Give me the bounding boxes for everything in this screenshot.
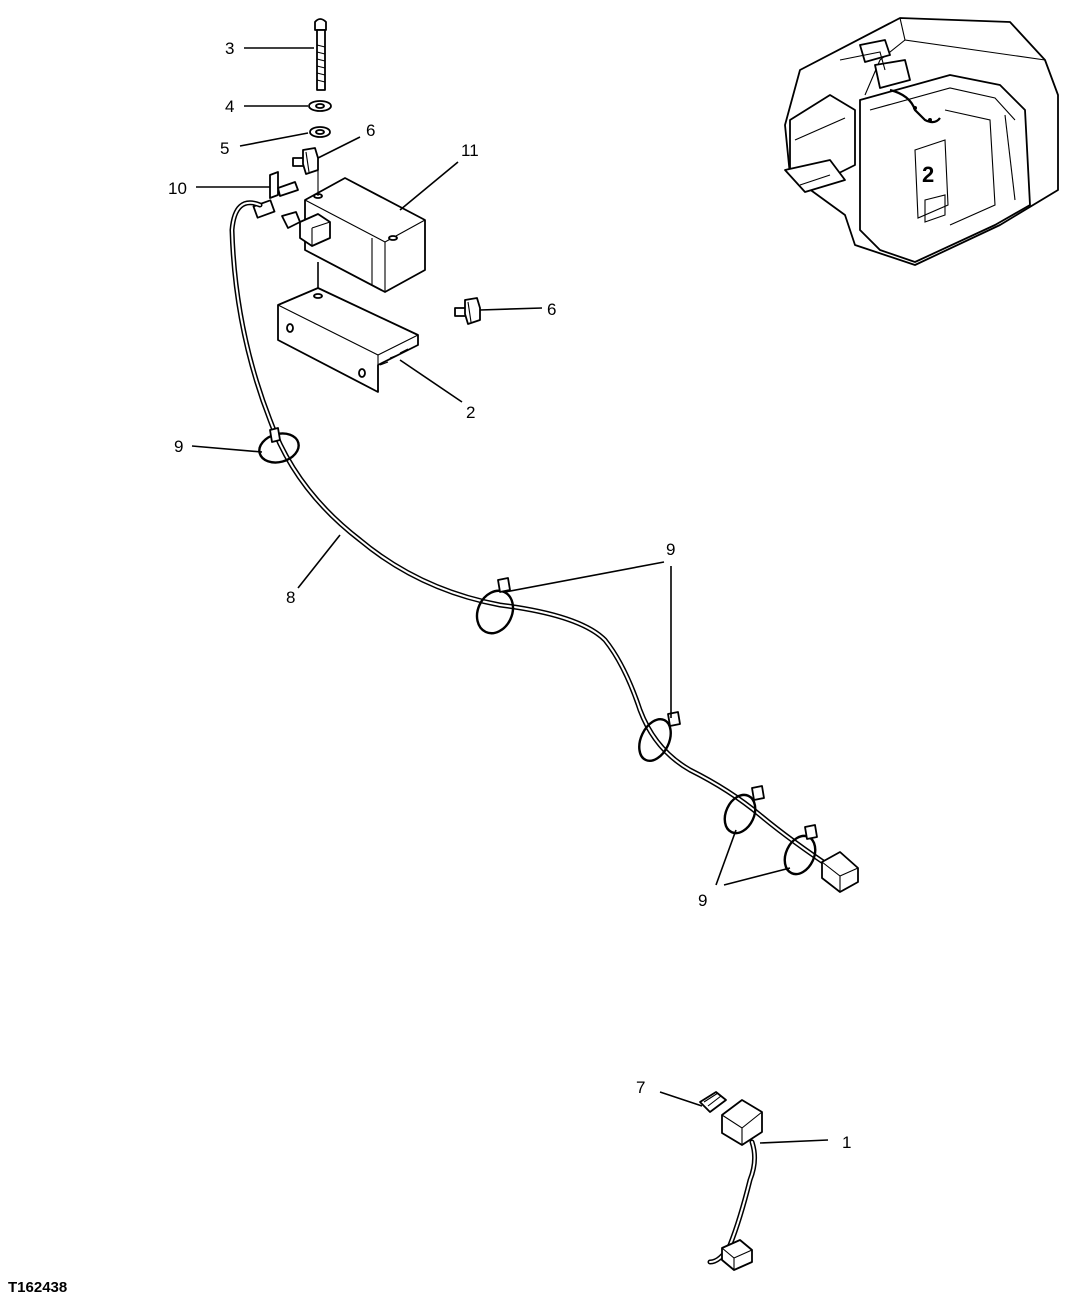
part-9-clamp-4 (723, 785, 765, 835)
part-2-bracket (277, 287, 419, 393)
part-1-harness (707, 1099, 763, 1271)
part-5-washer (309, 126, 331, 138)
callout-5: 5 (220, 139, 229, 158)
callout-2: 2 (466, 403, 475, 422)
part-7-terminal (699, 1091, 727, 1113)
callout-3: 3 (225, 39, 234, 58)
callout-9-upper: 9 (174, 437, 183, 456)
part-4-lock-washer (308, 100, 332, 112)
callout-10: 10 (168, 179, 187, 198)
callout-1: 1 (842, 1133, 851, 1152)
inset-callout-2: 2 (922, 162, 934, 187)
callout-6-upper: 6 (366, 121, 375, 140)
part-6-nut-upper (292, 147, 319, 175)
part-6-nut-lower (454, 297, 481, 325)
callout-8: 8 (286, 588, 295, 607)
callout-9-lower: 9 (698, 891, 707, 910)
part-3-bolt (314, 18, 327, 91)
part-9-clamp-1 (258, 427, 300, 464)
part-11-control-box (281, 170, 426, 293)
callout-9-middle: 9 (666, 540, 675, 559)
callout-7: 7 (636, 1078, 645, 1097)
callout-11: 11 (461, 141, 479, 160)
part-9-clamp-5 (783, 824, 818, 876)
callout-4: 4 (225, 97, 234, 116)
callout-6-lower: 6 (547, 300, 556, 319)
part-9-clamp-2 (475, 577, 515, 635)
figure-id: T162438 (8, 1279, 67, 1296)
machine-inset: 2 (784, 17, 1059, 266)
leader-lines (191, 47, 829, 1144)
part-10-clip (252, 171, 299, 219)
